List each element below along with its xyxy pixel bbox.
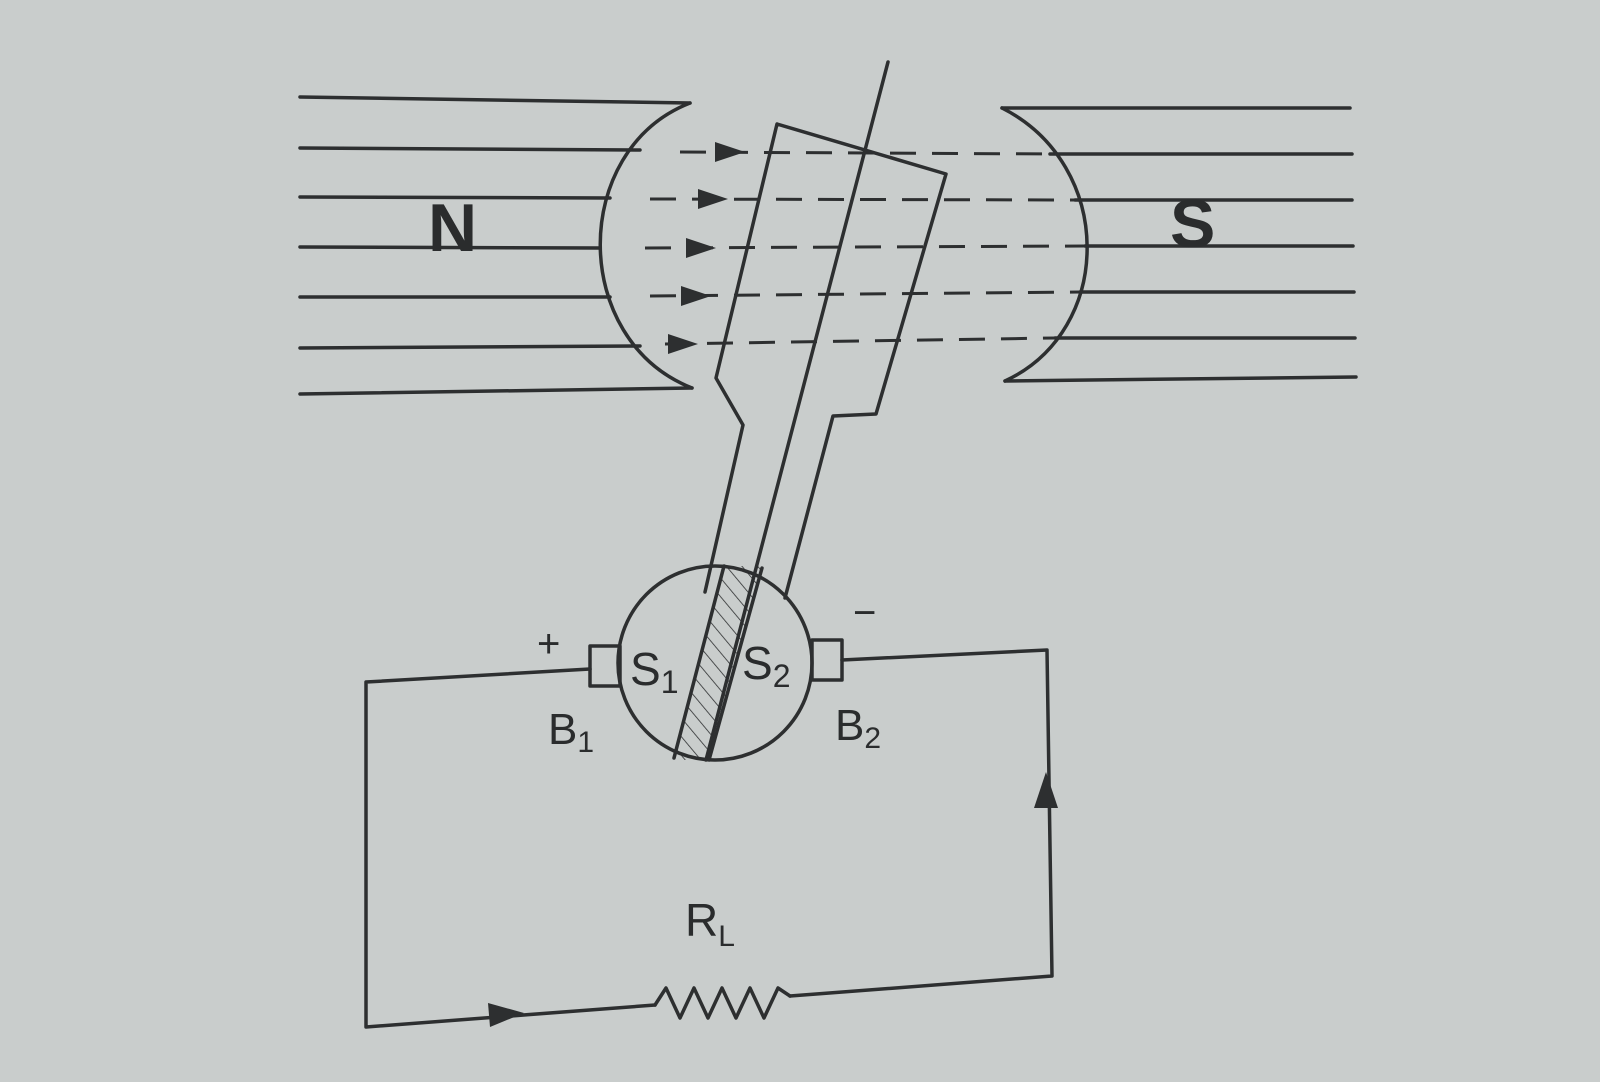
south-pole-magnet	[1000, 106, 1358, 383]
brush-b2-label: B2	[835, 701, 881, 755]
slip-ring-s2-label: S2	[742, 637, 790, 694]
current-arrow-up	[1034, 772, 1058, 808]
south-pole-label: S	[1170, 186, 1215, 262]
slip-ring-s1-label: S1	[630, 643, 678, 700]
field-arrow	[681, 286, 711, 306]
north-pole-magnet	[298, 95, 694, 396]
field-arrow	[668, 334, 698, 354]
field-arrow	[715, 142, 745, 162]
brush-b2	[810, 638, 844, 682]
current-arrow-right	[488, 1003, 524, 1027]
positive-terminal-label: +	[537, 622, 560, 666]
negative-terminal-label: −	[853, 591, 876, 635]
field-arrow	[686, 238, 716, 258]
slip-ring-assembly	[616, 564, 814, 762]
north-pole-label: N	[428, 190, 477, 266]
brush-b1	[588, 644, 622, 688]
field-arrow	[698, 189, 728, 209]
field-direction-arrows	[668, 142, 745, 354]
brush-b1-label: B1	[548, 705, 594, 759]
load-resistor-label: RL	[685, 894, 735, 953]
